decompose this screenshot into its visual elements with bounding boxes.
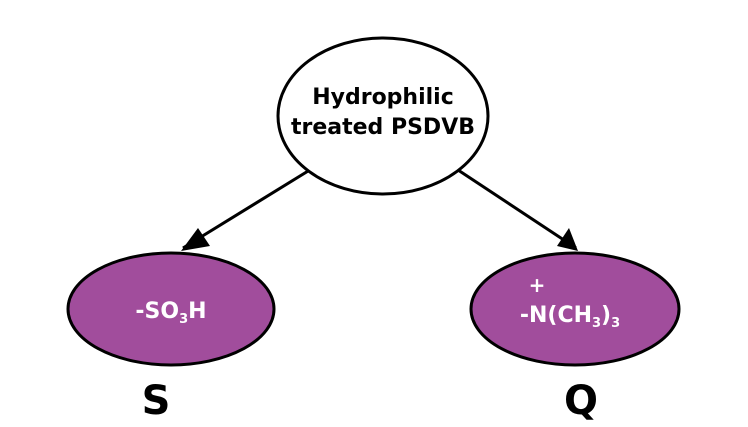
arrow-to-q: [454, 166, 577, 250]
root-label-line1: Hydrophilic: [312, 85, 454, 110]
sulfonic-prefix: -SO: [135, 299, 179, 324]
root-label-line2: treated PSDVB: [291, 115, 475, 140]
quaternary-node: + -N(CH3)3: [469, 251, 681, 367]
quaternary-ellipse: [469, 251, 681, 367]
arrow-to-s: [182, 166, 314, 250]
sulfonic-formula: -SO3H: [135, 299, 206, 327]
sulfonic-suffix: H: [188, 299, 206, 324]
quaternary-subscript-inner: 3: [592, 316, 601, 331]
quaternary-prefix: -N(CH: [520, 303, 592, 328]
sulfonic-node: -SO3H: [66, 251, 276, 367]
root-circle: [276, 36, 490, 196]
arrowhead-to-s: [181, 228, 210, 251]
sulfonic-subscript: 3: [179, 312, 188, 327]
sulfonic-ellipse: [66, 251, 276, 367]
quaternary-subscript-outer: 3: [611, 316, 620, 331]
root-node: Hydrophilic treated PSDVB: [276, 36, 490, 196]
label-s: S: [142, 378, 171, 424]
arrowhead-to-q: [557, 228, 578, 251]
quaternary-charge: +: [529, 273, 546, 297]
label-q: Q: [564, 378, 598, 424]
quaternary-close-paren: ): [601, 303, 611, 328]
quaternary-formula: -N(CH3)3: [520, 303, 620, 331]
